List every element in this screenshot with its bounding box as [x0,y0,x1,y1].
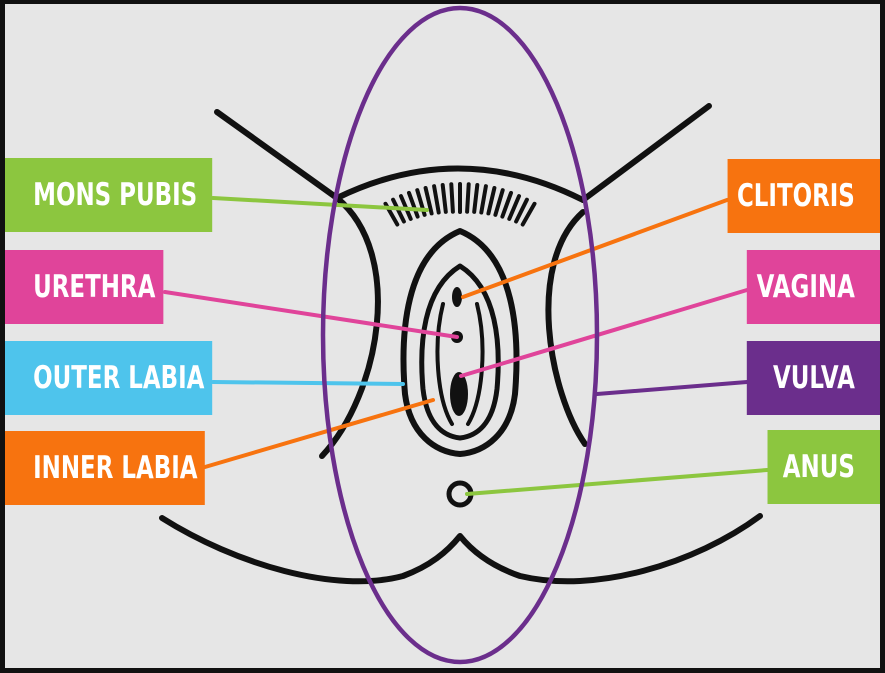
hair-stroke [472,183,480,214]
label-vagina-text: VAGINA [756,269,855,305]
clitoris-leader [461,198,729,299]
anus-leader [465,468,769,496]
hair-stroke [500,190,513,219]
hair-stroke [407,190,420,219]
vulva-leader [595,380,749,396]
urethra-leader [163,290,459,339]
buttocks-curve [159,513,763,585]
label-outer-labia-text: OUTER LABIA [33,360,205,396]
hair-stroke [465,182,471,214]
label-clitoris-text: CLITORIS [736,178,855,214]
vagina-shape [450,372,468,416]
diagram-frame: MONS PUBIS URETHRA OUTER LABIA INNER LAB… [5,4,880,668]
mons-arc [334,165,586,203]
pubic-hair-strokes [383,182,537,227]
left-thigh-line [214,109,340,201]
label-anus-text: ANUS [782,449,855,485]
label-mons-pubis-text: MONS PUBIS [33,177,198,213]
hair-stroke [449,182,455,214]
hair-stroke [507,194,521,221]
label-vulva: VULVA [746,341,880,415]
outer-labia-leader [211,380,405,386]
outer-labia-shape [400,228,520,457]
label-outer-labia: OUTER LABIA [5,341,213,415]
vulva-ellipse [320,5,600,665]
right-hip-curve [545,209,588,447]
hair-stroke [520,201,537,227]
hair-stroke [391,197,406,224]
label-inner-labia-text: INNER LABIA [33,450,198,486]
clitoris-shape [452,287,462,307]
anatomy-diagram [159,5,769,665]
right-thigh-line [580,103,712,203]
hair-stroke [486,186,497,216]
mons-pubis-leader [211,196,429,212]
inner-fold-left [435,302,454,426]
inner-fold-right [466,302,485,426]
label-anus: ANUS [767,430,880,504]
hair-stroke [440,183,448,214]
hair-stroke [493,188,505,217]
label-vulva-text: VULVA [773,360,855,396]
label-inner-labia: INNER LABIA [5,431,205,505]
label-vagina: VAGINA [746,250,880,324]
label-urethra: URETHRA [5,250,164,324]
label-clitoris: CLITORIS [727,159,880,233]
label-urethra-text: URETHRA [33,269,156,305]
label-mons-pubis: MONS PUBIS [5,158,213,232]
hair-stroke [423,186,434,216]
hair-stroke [479,184,488,215]
vagina-leader [459,288,749,378]
hair-stroke [432,184,441,215]
inner-labia-leader [203,398,435,469]
hair-stroke [514,197,529,224]
inner-labia-shape [419,263,501,441]
